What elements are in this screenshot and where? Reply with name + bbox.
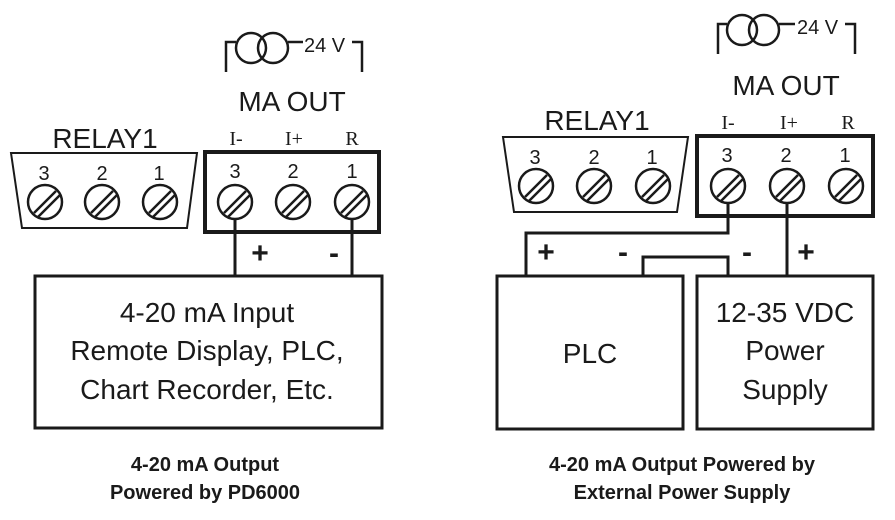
left-diagram: RELAY1 3 2 1 24 V MA OUT I- I+ R 3 — [9, 31, 384, 504]
right-supply-voltage: 24 V — [797, 17, 839, 39]
left-ma-out-pin-label: 3 — [229, 161, 240, 183]
left-plus-sign: + — [251, 237, 269, 270]
right-supply-plus-sign: + — [797, 236, 815, 269]
left-ma-out-title: MA OUT — [238, 86, 345, 117]
right-relay-block: RELAY1 3 2 1 — [501, 105, 690, 213]
right-supply-minus-sign: - — [742, 236, 752, 269]
right-ma-out-housing — [695, 134, 875, 218]
left-relay-screw-terminal — [26, 183, 64, 221]
left-ma-out-pin-label: 2 — [287, 161, 298, 183]
right-plc-plus-sign: + — [537, 236, 555, 269]
left-relay-screw-terminal — [83, 183, 121, 221]
right-supply-line: 12-35 VDC — [716, 297, 855, 328]
right-caption-line: 4-20 mA Output Powered by — [549, 454, 816, 476]
left-relay-pin-label: 1 — [153, 163, 164, 185]
left-relay-pin-label: 2 — [96, 163, 107, 185]
left-ma-out-screw-terminal — [333, 183, 371, 221]
right-ma-out-label: I- — [721, 112, 734, 134]
left-device-line: Remote Display, PLC, — [70, 335, 343, 366]
right-relay-title: RELAY1 — [544, 105, 649, 136]
right-ma-out-pin-label: 2 — [780, 145, 791, 167]
right-ma-out-pin-label: 3 — [721, 145, 732, 167]
left-ma-out-label: I+ — [285, 128, 303, 150]
right-ma-out-title: MA OUT — [732, 70, 839, 101]
right-ma-out-screw-terminal — [709, 167, 747, 205]
right-wire-to-plc-positive — [524, 203, 730, 276]
left-ma-out-housing — [203, 150, 381, 234]
right-wire-plc-to-supply-negative — [641, 255, 730, 276]
left-ma-out-block: 24 V MA OUT I- I+ R 3 2 1 — [203, 31, 381, 234]
right-relay-screw-terminal — [634, 167, 672, 205]
left-relay-screw-terminal — [141, 183, 179, 221]
right-relay-housing — [501, 136, 690, 213]
right-relay-screw-terminal — [517, 167, 555, 205]
right-relay-pin-label: 1 — [646, 147, 657, 169]
right-ma-out-screw-terminal — [768, 167, 806, 205]
left-minus-sign: - — [329, 237, 339, 270]
left-relay-housing — [9, 152, 199, 229]
left-relay-pin-label: 3 — [38, 163, 49, 185]
right-relay-pin-label: 3 — [529, 147, 540, 169]
left-supply-voltage: 24 V — [304, 35, 346, 57]
right-relay-screw-terminal — [575, 167, 613, 205]
left-relay-title: RELAY1 — [52, 123, 157, 154]
right-supply-line: Power — [745, 335, 824, 366]
right-caption-line: External Power Supply — [574, 482, 792, 504]
right-plc-minus-sign: - — [618, 236, 628, 269]
left-relay-block: RELAY1 3 2 1 — [9, 123, 199, 229]
left-device-box — [33, 274, 384, 430]
right-plc-label: PLC — [563, 338, 617, 369]
right-ma-out-screw-terminal — [827, 167, 865, 205]
left-ma-out-pin-label: 1 — [346, 161, 357, 183]
right-plc-box — [495, 274, 685, 431]
right-current-source-icon — [716, 13, 857, 54]
right-ma-out-pin-label: 1 — [839, 145, 850, 167]
right-ma-out-block: 24 V MA OUT I- I+ R 3 2 1 — [695, 13, 875, 218]
left-caption-line: Powered by PD6000 — [110, 482, 300, 504]
right-ma-out-label: R — [841, 112, 855, 134]
left-caption-line: 4-20 mA Output — [131, 454, 279, 476]
left-device-line: Chart Recorder, Etc. — [80, 374, 334, 405]
left-device-line: 4-20 mA Input — [120, 297, 295, 328]
left-ma-out-label: R — [345, 128, 359, 150]
right-power-supply-box — [695, 274, 875, 431]
left-ma-out-label: I- — [229, 128, 242, 150]
right-relay-pin-label: 2 — [588, 147, 599, 169]
left-ma-out-screw-terminal — [216, 183, 254, 221]
right-supply-line: Supply — [742, 374, 828, 405]
right-ma-out-label: I+ — [780, 112, 798, 134]
right-diagram: RELAY1 3 2 1 24 V MA OUT I- I+ R 3 — [495, 13, 875, 504]
left-current-source-icon — [224, 31, 364, 72]
left-ma-out-screw-terminal — [274, 183, 312, 221]
